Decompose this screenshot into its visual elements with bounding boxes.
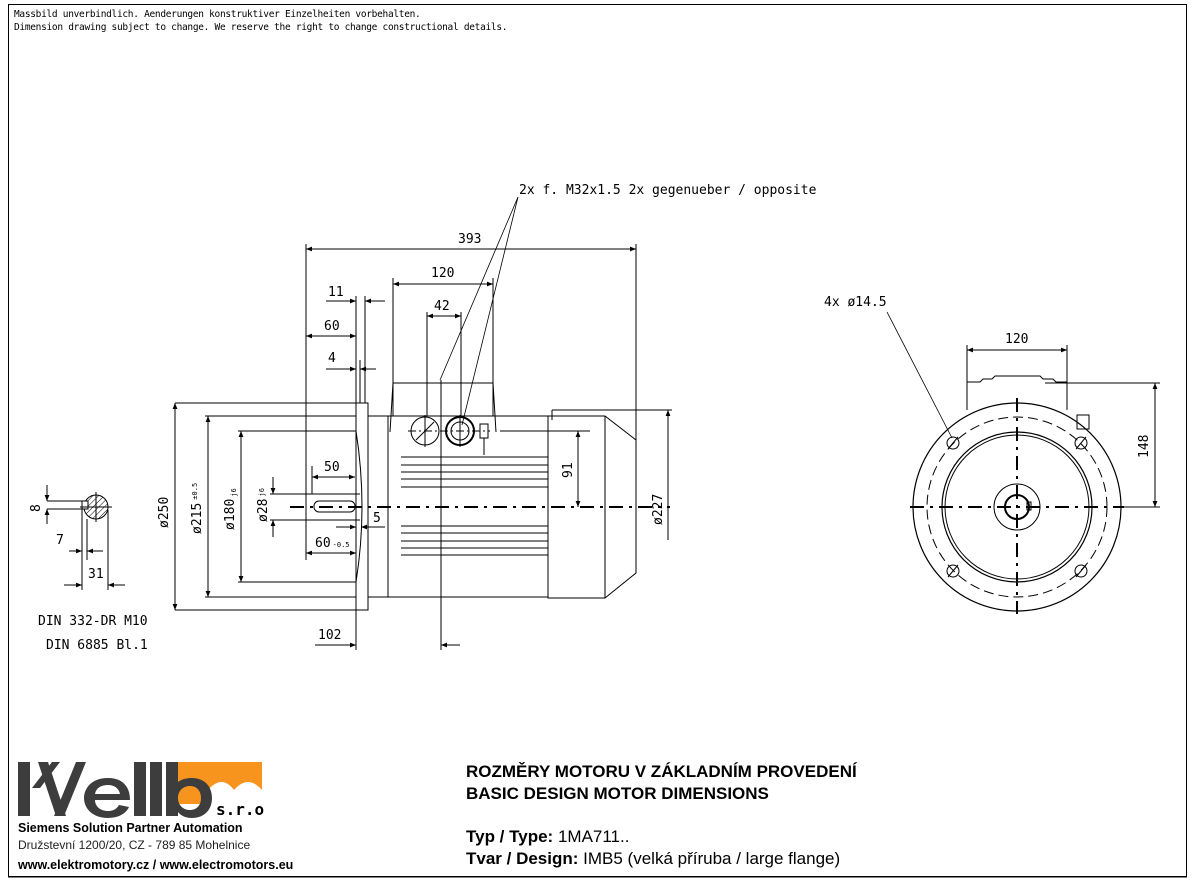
dim-102: 102 xyxy=(318,628,341,643)
dim-148: 148 xyxy=(1137,435,1152,458)
title-cz: ROZMĚRY MOTORU V ZÁKLADNÍM PROVEDENÍ xyxy=(466,762,857,781)
spigot xyxy=(355,430,363,583)
keyway xyxy=(313,500,356,513)
design-label: Tvar / Design: xyxy=(466,849,579,868)
side-view-labels: 2x f. M32x1.5 2x gegenueber / opposite 3… xyxy=(157,183,817,643)
company-address: Družstevní 1200/20, CZ - 789 85 Mohelnic… xyxy=(18,838,251,852)
dim-key-depth: 7 xyxy=(56,533,64,548)
holes-note: 4x ø14.5 xyxy=(824,295,887,310)
company-website[interactable]: www.elektromotory.cz / www.electromotors… xyxy=(18,858,294,872)
dim-shaft-dia: ø28j6 xyxy=(256,488,271,522)
design-value: IMB5 (velká příruba / large flange) xyxy=(583,849,841,868)
dim-91: 91 xyxy=(561,462,576,478)
mounting-holes xyxy=(946,436,1088,578)
dim-flange-dia: ø250 xyxy=(157,497,172,528)
logo-suffix: s.r.o. xyxy=(216,800,266,819)
company-logo: s.r.o. xyxy=(18,762,266,819)
disclaimer-de: Massbild unverbindlich. Aenderungen kons… xyxy=(14,9,421,20)
dim-shaft-height: 31 xyxy=(88,567,104,582)
dim-spigot-dia: ø180j6 xyxy=(223,488,238,530)
front-earth-terminal xyxy=(1076,414,1090,430)
dim-393: 393 xyxy=(458,232,481,247)
front-view-labels: 4x ø14.5 120 148 xyxy=(824,295,1152,458)
terminal-box xyxy=(392,382,494,416)
dim-60-top: 60 xyxy=(324,319,340,334)
dim-5: 5 xyxy=(373,511,381,526)
cable-entry-note: 2x f. M32x1.5 2x gegenueber / opposite xyxy=(519,183,817,198)
dim-4: 4 xyxy=(328,351,336,366)
dim-50: 50 xyxy=(324,460,340,475)
dim-120-front: 120 xyxy=(1005,332,1028,347)
design-row: Tvar / Design: IMB5 (velká příruba / lar… xyxy=(466,849,840,869)
logo-letters xyxy=(18,762,212,818)
company-partner: Siemens Solution Partner Automation xyxy=(18,821,243,835)
dim-fan-dia: ø227 xyxy=(651,494,666,525)
front-terminal-box xyxy=(966,375,1068,410)
dim-120-box: 120 xyxy=(431,266,454,281)
dim-42: 42 xyxy=(434,299,450,314)
title-en: BASIC DESIGN MOTOR DIMENSIONS xyxy=(466,784,769,803)
shaft-section xyxy=(44,485,125,590)
disclaimer-en: Dimension drawing subject to change. We … xyxy=(14,22,508,33)
shaft-section-labels: 8 7 31 DIN 332-DR M10 DIN 6885 Bl.1 xyxy=(29,504,148,653)
cooling-fins xyxy=(401,456,548,556)
side-view xyxy=(172,196,672,650)
standard-din-332: DIN 332-DR M10 xyxy=(38,614,148,629)
type-label: Typ / Type: xyxy=(466,827,554,846)
front-view xyxy=(886,311,1160,614)
dim-60-shaft: 60-0.5 xyxy=(315,536,350,551)
dim-11: 11 xyxy=(328,285,344,300)
dim-pcd: ø215±0.5 xyxy=(190,483,205,534)
dim-key-height: 8 xyxy=(29,504,44,512)
type-value: 1MA711.. xyxy=(557,827,630,846)
type-row: Typ / Type: 1MA711.. xyxy=(466,827,629,847)
standard-din-6885: DIN 6885 Bl.1 xyxy=(46,638,148,653)
